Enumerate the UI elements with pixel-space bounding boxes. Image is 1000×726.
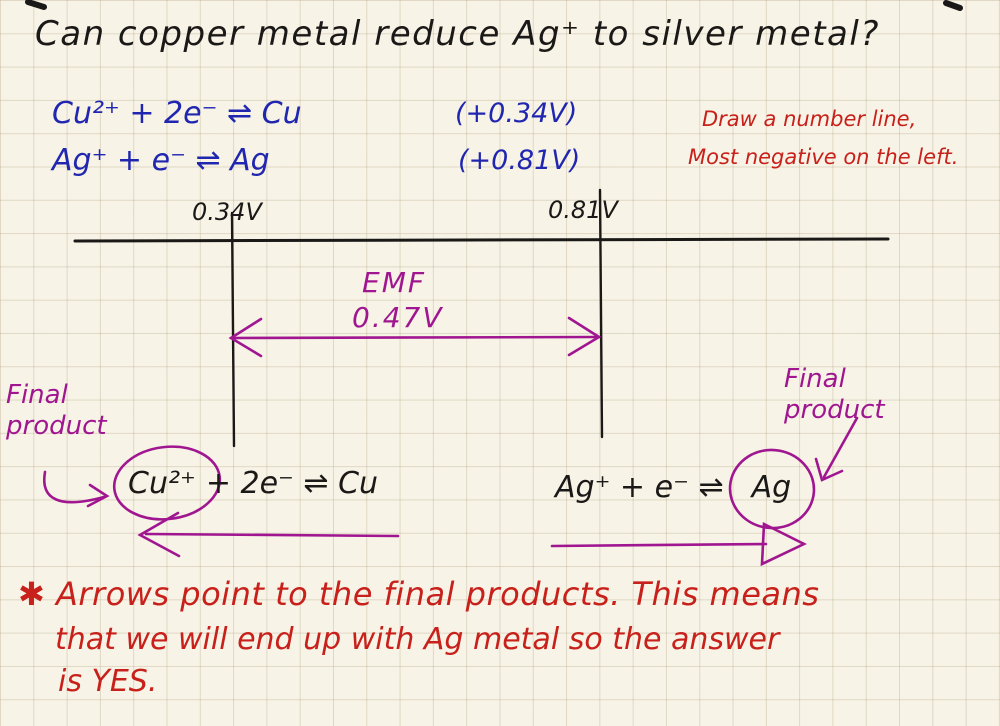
conclusion-line-2: that we will end up with Ag metal so the… <box>55 622 780 657</box>
ag-equation-lead: Ag⁺ + e⁻ ⇌ <box>555 470 724 505</box>
ag-potential: (+0.81V) <box>458 145 581 176</box>
left-direction-arrow <box>144 532 400 538</box>
question-title: Can copper metal reduce Ag⁺ to silver me… <box>35 14 880 54</box>
cu-half-reaction: Cu²⁺ + 2e⁻ ⇌ Cu <box>52 96 302 131</box>
final-product-caption-right: Final product <box>784 364 885 426</box>
tick-081 <box>598 188 604 439</box>
tick-label-034: 0.34V <box>192 198 262 226</box>
number-line <box>73 188 890 448</box>
tick-034 <box>230 211 236 448</box>
cu-equation-rest: + 2e⁻ ⇌ Cu <box>205 466 379 501</box>
right-direction-arrow <box>550 542 768 548</box>
cu-circled-species: Cu²⁺ <box>128 466 196 501</box>
final-product-caption-left: Final product <box>6 380 107 442</box>
ag-half-reaction: Ag⁺ + e⁻ ⇌ Ag <box>52 143 270 178</box>
conclusion-line-3: is YES. <box>58 664 158 699</box>
ag-circled-species: Ag <box>751 470 792 505</box>
note-line-1: Draw a number line, <box>702 107 917 131</box>
ag-bottom-equation: Ag⁺ + e⁻ ⇌ Ag <box>555 470 791 505</box>
cu-bottom-equation: Cu²⁺ + 2e⁻ ⇌ Cu <box>128 466 378 501</box>
cu-potential: (+0.34V) <box>455 98 578 129</box>
direction-arrows <box>137 511 807 567</box>
fp-left-arrow <box>42 470 106 504</box>
conclusion-line-1: ✱ Arrows point to the final products. Th… <box>18 575 820 613</box>
note-line-2: Most negative on the left. <box>688 145 959 169</box>
page-edge-marks <box>25 0 963 11</box>
emf-label: EMF <box>362 266 426 299</box>
tick-label-081: 0.81V <box>548 196 618 224</box>
fp-right-arrow <box>822 416 859 479</box>
emf-value: 0.47V <box>352 301 444 334</box>
